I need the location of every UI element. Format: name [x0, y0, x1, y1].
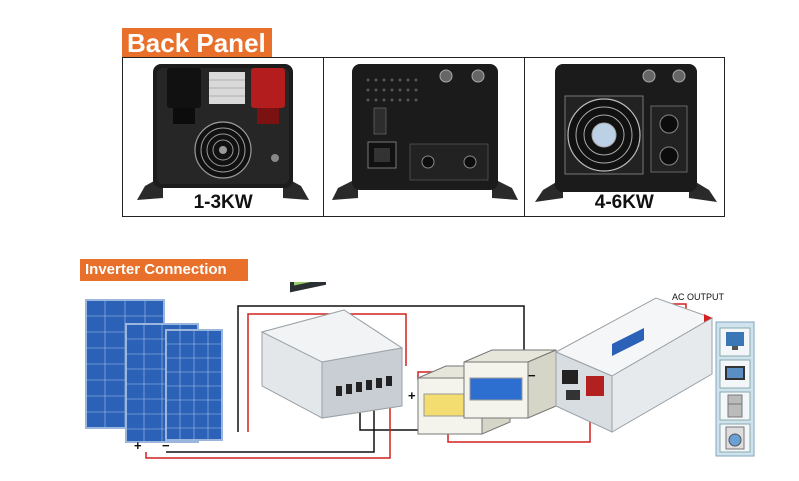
- appliance-column: [715, 321, 755, 457]
- inverter-connection-title: Inverter Connection: [80, 259, 248, 281]
- refrigerator-icon: [727, 394, 743, 418]
- inverter-back-1-3kw-image: [137, 64, 309, 200]
- inverter-back-4-6kw-image: [534, 64, 717, 202]
- connection-diagram: + − + − AC OUTPUT: [85, 282, 755, 459]
- battery-plus-label: +: [408, 388, 416, 403]
- solar-plus-label: +: [134, 438, 142, 453]
- caption-4-6kw: 4-6KW: [594, 192, 654, 213]
- back-panel-title: Back Panel: [122, 28, 272, 58]
- solar-panel-icon: [165, 329, 223, 441]
- tv-icon: [725, 366, 745, 380]
- ac-output-label: AC OUTPUT: [672, 292, 725, 302]
- ac-output-arrow-icon: [704, 314, 712, 322]
- cooling-fan-icon: [564, 95, 644, 175]
- back-panel-4-6kw: 4-6KW: [523, 58, 724, 216]
- back-panel-gallery: 1-3KW: [122, 57, 725, 217]
- washing-machine-icon: [725, 426, 745, 450]
- back-panel-middle: [323, 58, 523, 216]
- computer-icon: [726, 332, 744, 350]
- solar-minus-label: −: [162, 438, 170, 453]
- battery-minus-label: −: [528, 368, 536, 383]
- back-panel-1-3kw: 1-3KW: [123, 58, 323, 216]
- solar-panel-array: [85, 299, 223, 443]
- battery-icon: [463, 349, 557, 419]
- charge-controller-icon: [260, 282, 404, 419]
- caption-1-3kw: 1-3KW: [193, 192, 253, 213]
- cooling-fan-icon: [194, 121, 252, 179]
- inverter-back-middle-image: [332, 64, 519, 200]
- inverter-icon: [554, 297, 714, 433]
